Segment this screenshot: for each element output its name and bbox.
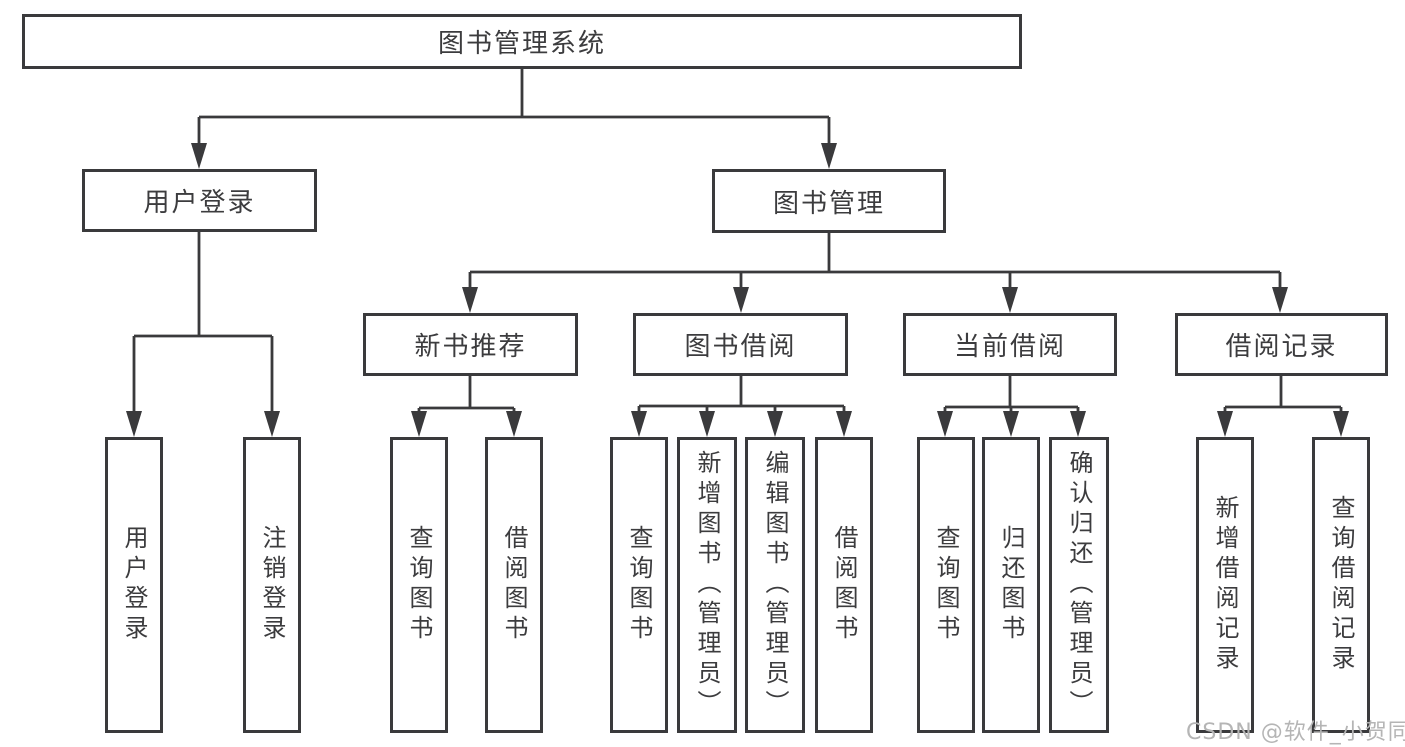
node-library-management-system: 图书管理系统 (22, 14, 1022, 69)
node-leaf-user-login: 用户登录 (105, 437, 163, 733)
node-current-borrowing: 当前借阅 (903, 313, 1117, 376)
node-leaf-add-books-admin: 新增图书（管理员） (677, 437, 737, 733)
node-label: 新增图书（管理员） (693, 450, 721, 720)
node-label: 借阅记录 (1225, 332, 1338, 362)
node-label: 借阅图书 (830, 525, 858, 645)
node-label: 图书管理 (772, 188, 885, 219)
node-leaf-add-borrow-record: 新增借阅记录 (1196, 437, 1254, 733)
node-label: 注销登录 (258, 525, 286, 645)
node-borrowing-records: 借阅记录 (1175, 313, 1388, 376)
csdn-watermark: CSDN @软件_小贺同学 (1186, 720, 1405, 745)
node-leaf-query-borrow-record: 查询借阅记录 (1312, 437, 1370, 733)
node-leaf-edit-books-admin: 编辑图书（管理员） (745, 437, 805, 733)
node-label: 当前借阅 (953, 332, 1066, 362)
node-new-book-recommendation: 新书推荐 (363, 313, 578, 376)
node-label: 查询图书 (405, 525, 433, 645)
node-label: 归还图书 (997, 525, 1025, 645)
node-leaf-return-books: 归还图书 (982, 437, 1040, 733)
node-label: 图书管理系统 (437, 29, 606, 59)
node-label: 用户登录 (120, 525, 148, 645)
node-label: 确认归还（管理员） (1065, 450, 1093, 720)
node-leaf-borrow-books: 借阅图书 (815, 437, 873, 733)
node-label: 新书推荐 (414, 332, 527, 362)
node-label: 借阅图书 (500, 525, 528, 645)
node-label: 查询图书 (932, 525, 960, 645)
node-label: 查询借阅记录 (1327, 495, 1355, 675)
node-user-login: 用户登录 (82, 169, 317, 232)
node-leaf-query-books: 查询图书 (390, 437, 448, 733)
node-book-borrowing: 图书借阅 (633, 313, 848, 376)
node-leaf-query-books: 查询图书 (610, 437, 668, 733)
node-leaf-query-books: 查询图书 (917, 437, 975, 733)
node-label: 新增借阅记录 (1211, 495, 1239, 675)
node-leaf-logout: 注销登录 (243, 437, 301, 733)
node-leaf-borrow-books: 借阅图书 (485, 437, 543, 733)
node-label: 用户登录 (143, 188, 256, 218)
node-label: 图书借阅 (684, 332, 797, 362)
node-label: 查询图书 (625, 525, 653, 645)
node-label: 编辑图书（管理员） (761, 450, 789, 720)
node-book-management: 图书管理 (712, 169, 946, 233)
node-leaf-confirm-return-admin: 确认归还（管理员） (1049, 437, 1109, 733)
